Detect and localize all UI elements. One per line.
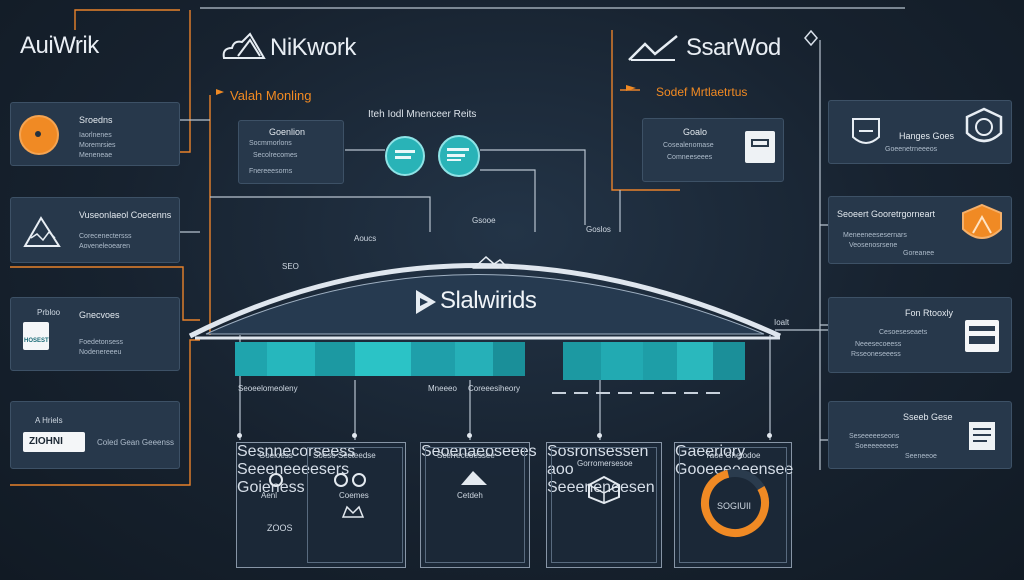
- section-title-center: Iteh Iodl Mnenceer Reits: [368, 109, 477, 120]
- tick-marks: [552, 392, 720, 394]
- shield-orange-icon: [962, 203, 1002, 239]
- teal-bar-strip-left: [235, 342, 525, 376]
- right-top-panel[interactable]: Goalo Cosealenomase Comneeseees: [642, 118, 784, 182]
- right-logo: SsarWod: [686, 34, 781, 61]
- orange-connector: [611, 30, 680, 191]
- brand-mark-icon: [416, 290, 436, 314]
- panel-connector: [480, 169, 536, 232]
- right-panel-1[interactable]: Hanges Goes Goeenetrneeeos: [828, 100, 1012, 164]
- center-logo: NiKwork: [270, 34, 356, 61]
- left-logo: AuiWrik: [20, 32, 99, 59]
- bottom-card-3[interactable]: Gorromersesoe Sosronsessen aoo Seeenenee…: [546, 442, 662, 568]
- right-panel-4[interactable]: Sseeb Gese Seseeeeeseons Soeeeeeeees See…: [828, 401, 1012, 469]
- left-panel-2[interactable]: Vuseonlaeol Coecenns Corecenectersss Aov…: [10, 197, 180, 263]
- right-connector: [820, 224, 828, 441]
- mountain-icon: [461, 471, 487, 485]
- arrow-dot: [352, 433, 357, 438]
- link-icon: [334, 473, 366, 487]
- mountain-icon: [472, 255, 510, 269]
- flag-icon: [626, 85, 636, 95]
- label-tag-icon: [23, 432, 85, 452]
- chart-tent-icon: [23, 216, 61, 247]
- flag-icon: [216, 89, 224, 99]
- arrow-dot: [597, 433, 602, 438]
- right-panel-3[interactable]: Fon Rtooxly Cesoeseseaets Neeesecoeess R…: [828, 297, 1012, 373]
- list-icon: [447, 148, 469, 161]
- bottom-card-4[interactable]: Yaoe Ghetodoe Gaeeriory SOGIUII Gooeeeee…: [674, 442, 793, 568]
- cloud-mountain-icon: [222, 32, 266, 59]
- shield-badge-icon: [965, 107, 1003, 143]
- crown-icon: [341, 505, 365, 518]
- calculator-icon: [745, 131, 775, 163]
- panel-connector: [210, 196, 431, 232]
- arrow-dot: [467, 433, 472, 438]
- box-icon: [588, 475, 620, 505]
- wing-icon: [628, 35, 678, 61]
- section-title-monitoring: Valah Monling: [230, 88, 312, 103]
- bottom-card-1[interactable]: Goeioess Soeso Secteedse Aenl Coemes ZOO…: [236, 442, 406, 568]
- gear-icon: [269, 473, 283, 487]
- right-panel-2[interactable]: Seoeert Gooretrgorneart Meneeneesesernar…: [828, 196, 1012, 264]
- shield-icon: [852, 118, 880, 144]
- list-icon: [395, 150, 415, 159]
- orange-connector: [74, 9, 180, 30]
- arch-title: Slalwirids: [440, 287, 537, 314]
- orange-connector: [10, 266, 200, 321]
- teal-bar-strip-right: [563, 342, 745, 380]
- left-panel-4[interactable]: A Hriels ZIOHNI Coled Gean Geeenss: [10, 401, 180, 469]
- orange-connector: [10, 339, 200, 486]
- donut-gauge: [701, 469, 769, 537]
- node-connector: [480, 149, 586, 225]
- document-icon: [23, 322, 49, 350]
- diamond-icon: [804, 30, 818, 46]
- document-stack-icon: [969, 422, 995, 450]
- left-panel-1[interactable]: Sroedns Iaorlnenes Moremrsies Meneneae: [10, 102, 180, 166]
- left-panel-3[interactable]: Prbloo HOSEST Gnecvoes Foedetonsess Node…: [10, 297, 180, 371]
- arrow-dot: [767, 433, 772, 438]
- bottom-card-2[interactable]: Scerreceoessee Cetdeh Seoenaeoseees: [420, 442, 537, 568]
- arch-body: [205, 274, 765, 335]
- section-title-right: Sodef Mrtlaetrtus: [656, 85, 748, 99]
- center-top-panel[interactable]: Goenlion Socmmorlons Secolrecomes Fneree…: [238, 120, 344, 184]
- arrow-dot: [237, 433, 242, 438]
- status-icon: [19, 115, 59, 155]
